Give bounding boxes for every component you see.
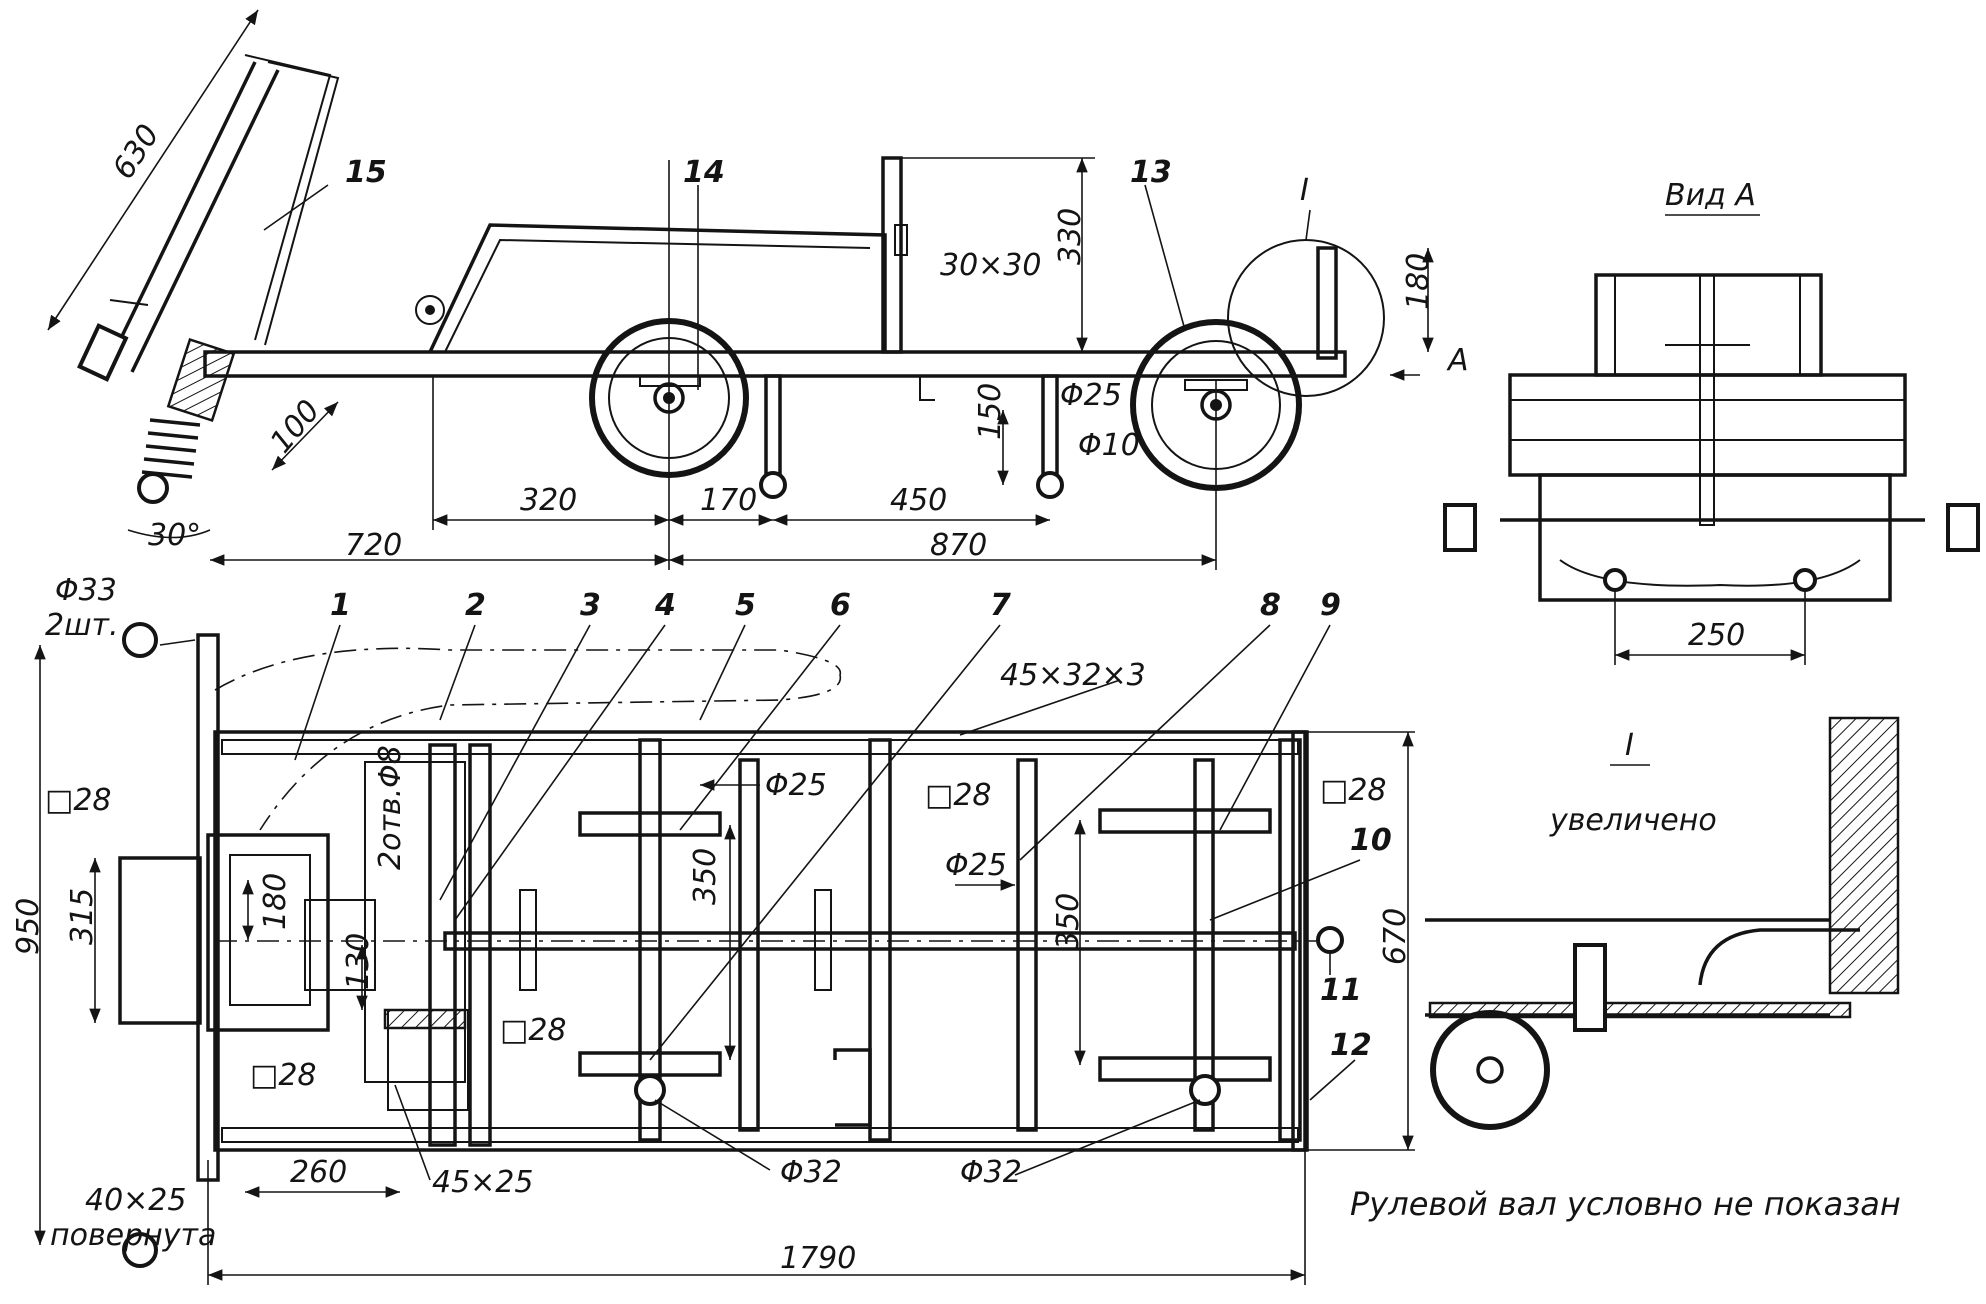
side-view: 630 100 30° 720 320 170 450 870 150 330 … [47, 9, 1469, 570]
drawing-note: Рулевой вал условно не показан [1350, 1185, 1901, 1223]
dim-130: 130 [341, 933, 376, 990]
dim-30x30: 30×30 [940, 248, 1041, 283]
dim-2pcs: 2шт. [45, 608, 119, 643]
callout-11: 11 [1320, 973, 1362, 1008]
dim-315: 315 [65, 888, 100, 945]
callout-7: 7 [990, 588, 1011, 623]
dim-sq28-a: □28 [45, 783, 112, 818]
detail-i-subtitle: увеличено [1549, 803, 1717, 838]
callout-13: 13 [1130, 155, 1172, 190]
callout-5: 5 [735, 588, 756, 623]
dim-350-a: 350 [688, 848, 723, 905]
dim-phi25-a: Φ25 [765, 768, 827, 803]
detail-circle [1227, 239, 1385, 397]
dim-30-degrees: 30° [148, 518, 201, 553]
dim-phi25-side: Φ25 [1060, 378, 1122, 413]
callout-12: 12 [1330, 1028, 1372, 1063]
dim-sq28-b: □28 [250, 1058, 317, 1093]
dim-phi32-b: Φ32 [960, 1155, 1022, 1190]
dim-320: 320 [520, 483, 577, 518]
detail-i-title: I [1625, 728, 1634, 763]
callout-8: 8 [1260, 588, 1281, 623]
detail-i: I увеличено [1425, 716, 1900, 1130]
rear-post [1316, 246, 1338, 360]
view-a-dim-250: 250 [1688, 618, 1745, 653]
dim-phi33: Φ33 [55, 573, 117, 608]
dim-720: 720 [345, 528, 402, 563]
callout-3: 3 [580, 588, 601, 623]
callout-15: 15 [345, 155, 387, 190]
dim-150: 150 [973, 383, 1008, 440]
callout-14: 14 [683, 155, 725, 190]
dim-angle-45x32x3: 45×32×3 [1000, 658, 1146, 693]
callout-6: 6 [830, 588, 851, 623]
plan-dimensions [34, 639, 1415, 1285]
dim-260: 260 [290, 1155, 347, 1190]
callout-2: 2 [465, 588, 486, 623]
dim-350-b: 350 [1051, 893, 1086, 950]
dim-180-side: 180 [1401, 253, 1436, 310]
dim-45x25: 45×25 [432, 1165, 533, 1200]
dim-sq28-e: □28 [1320, 773, 1387, 808]
view-a: Вид А 250 [1443, 178, 1980, 665]
dim-100: 100 [264, 393, 328, 459]
dim-phi32-a: Φ32 [780, 1155, 842, 1190]
dim-180-plan: 180 [258, 873, 293, 930]
dim-1790: 1790 [780, 1241, 856, 1276]
dim-40x25: 40×25 [85, 1183, 186, 1218]
dim-870: 870 [930, 528, 987, 563]
dim-670: 670 [1378, 908, 1413, 965]
dim-phi10-side: Φ10 [1078, 428, 1140, 463]
dim-rotated: повернута [50, 1218, 216, 1253]
side-dimensions [47, 9, 1434, 570]
callout-1: 1 [330, 588, 351, 623]
callout-10: 10 [1350, 823, 1392, 858]
dim-630: 630 [106, 118, 167, 185]
dim-950: 950 [11, 898, 46, 955]
seat-frame [428, 223, 887, 353]
plan-callouts [294, 624, 1361, 1101]
dim-170: 170 [700, 483, 757, 518]
view-a-title: Вид А [1665, 178, 1756, 213]
detail-I-label: I [1300, 173, 1309, 208]
dim-holes: 2отв.Φ8 [373, 745, 408, 870]
callout-9: 9 [1320, 588, 1341, 623]
dim-sq28-c: □28 [500, 1013, 567, 1048]
view-arrow-A: A [1446, 343, 1469, 378]
dim-330: 330 [1053, 208, 1088, 265]
dim-phi25-b: Φ25 [945, 848, 1007, 883]
dim-sq28-d: □28 [925, 778, 992, 813]
callout-4: 4 [654, 588, 676, 623]
dim-450: 450 [890, 483, 947, 518]
plan-view: 1 2 3 4 5 6 7 8 9 10 11 12 [11, 573, 1415, 1285]
